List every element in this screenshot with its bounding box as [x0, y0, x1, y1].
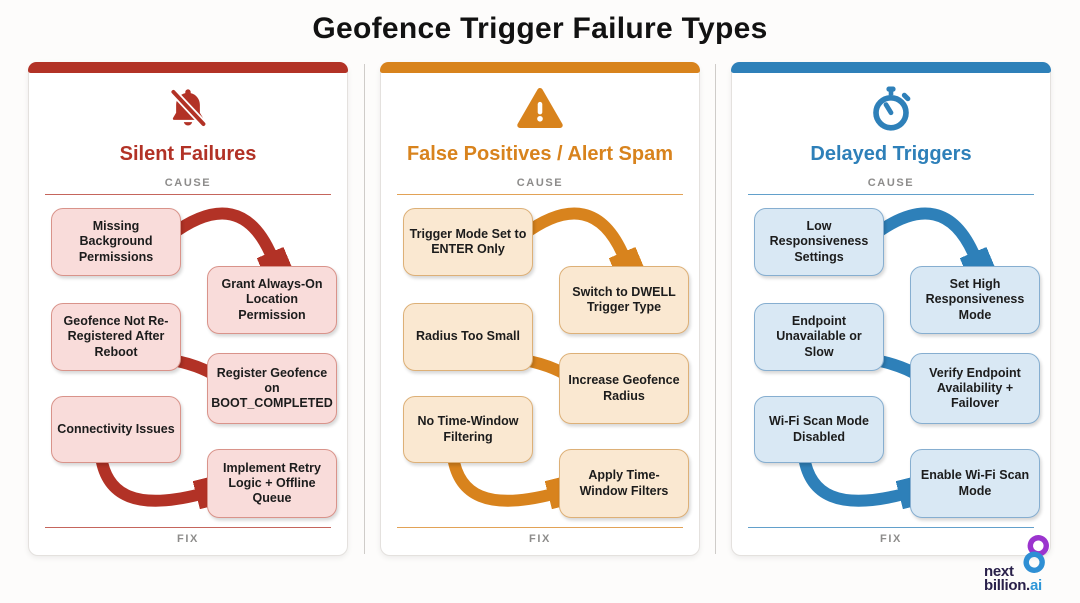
column-title: False Positives / Alert Spam	[406, 143, 674, 165]
fix-box: Grant Always-On Location Permission	[207, 266, 337, 334]
fix-box: Verify Endpoint Availability + Failover	[910, 353, 1040, 424]
column-title: Silent Failures	[119, 143, 257, 165]
card-accent-bar	[731, 62, 1051, 73]
cause-box: Low Responsiveness Settings	[754, 208, 884, 276]
fix-label: FIX	[529, 533, 551, 545]
cause-label: CAUSE	[867, 177, 915, 189]
cause-underline	[45, 194, 331, 195]
fix-label: FIX	[880, 533, 902, 545]
logo-line1: next	[984, 563, 1014, 581]
column-title: Delayed Triggers	[810, 143, 972, 165]
fix-box: Implement Retry Logic + Offline Queue	[207, 449, 337, 518]
cause-box: Endpoint Unavailable or Slow	[754, 303, 884, 371]
cause-underline	[397, 194, 683, 195]
cause-box: Geofence Not Re-Registered After Reboot	[51, 303, 181, 371]
fix-overline	[45, 527, 331, 528]
fix-box: Apply Time-Window Filters	[559, 449, 689, 518]
card-delayed-triggers: Delayed Triggers CAUSE Low Responsivenes…	[731, 62, 1051, 556]
cause-box: Connectivity Issues	[51, 396, 181, 463]
card-accent-bar	[28, 62, 348, 73]
fix-label: FIX	[177, 533, 199, 545]
cause-box: Trigger Mode Set to ENTER Only	[403, 208, 533, 276]
cause-label: CAUSE	[164, 177, 212, 189]
page-title: Geofence Trigger Failure Types	[312, 12, 768, 45]
cause-box: Wi-Fi Scan Mode Disabled	[754, 396, 884, 463]
card-silent-failures: Silent Failures CAUSE Missing Background…	[28, 62, 348, 556]
cause-underline	[748, 194, 1034, 195]
infinity-loop-icon	[1016, 533, 1056, 582]
fix-box: Enable Wi-Fi Scan Mode	[910, 449, 1040, 518]
cause-box: No Time-Window Filtering	[403, 396, 533, 463]
cause-box: Missing Background Permissions	[51, 208, 181, 276]
fix-box: Set High Responsiveness Mode	[910, 266, 1040, 334]
bell-slash-icon	[29, 83, 347, 135]
column-divider	[364, 64, 365, 554]
cause-label: CAUSE	[516, 177, 564, 189]
card-accent-bar	[380, 62, 700, 73]
column-divider	[715, 64, 716, 554]
fix-box: Increase Geofence Radius	[559, 353, 689, 424]
logo-wordmark: next billion.ai	[984, 563, 1042, 595]
cause-box: Radius Too Small	[403, 303, 533, 371]
logo-suffix: ai	[1029, 577, 1042, 595]
fix-overline	[748, 527, 1034, 528]
card-false-positives: False Positives / Alert Spam CAUSE Trigg…	[380, 62, 700, 556]
fix-overline	[397, 527, 683, 528]
logo-line2: billion.ai	[984, 577, 1042, 595]
warning-triangle-icon	[381, 83, 699, 135]
stopwatch-icon	[732, 83, 1050, 135]
fix-box: Register Geofence on BOOT_COMPLETED	[207, 353, 337, 424]
nextbillion-logo: next billion.ai	[982, 535, 1066, 597]
fix-box: Switch to DWELL Trigger Type	[559, 266, 689, 334]
